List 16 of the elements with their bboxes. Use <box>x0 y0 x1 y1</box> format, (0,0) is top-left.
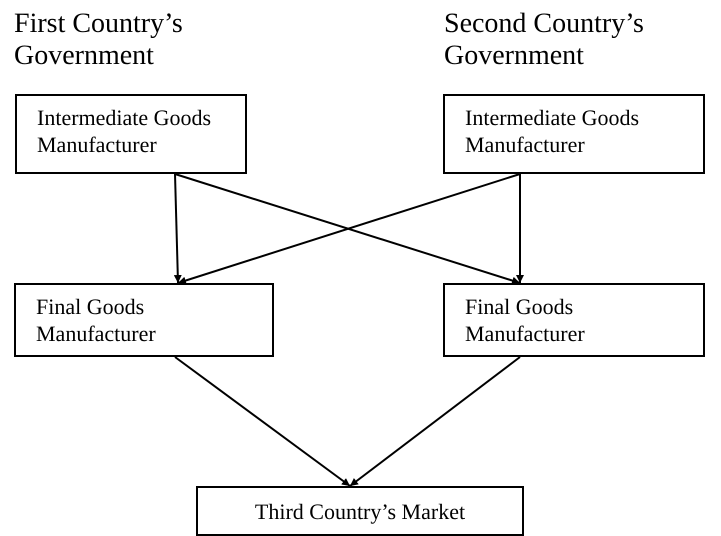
arrow <box>516 174 524 283</box>
country-heading: Second Country’s Government <box>444 8 645 72</box>
arrow <box>174 356 351 487</box>
box-label: Final Goods Manufacturer <box>36 293 157 347</box>
country-heading: First Country’s Government <box>14 8 184 72</box>
box-label: Third Country’s Market <box>254 498 466 524</box>
box-label: Intermediate Goods Manufacturer <box>465 104 640 158</box>
arrow <box>349 356 521 487</box>
process-box <box>15 94 247 174</box>
process-box <box>443 94 705 174</box>
arrow <box>174 174 182 284</box>
process-box <box>196 486 524 536</box>
process-box <box>443 283 705 357</box>
box-label: Intermediate Goods Manufacturer <box>37 104 212 158</box>
box-label: Final Goods Manufacturer <box>465 293 586 347</box>
process-box <box>14 283 274 357</box>
